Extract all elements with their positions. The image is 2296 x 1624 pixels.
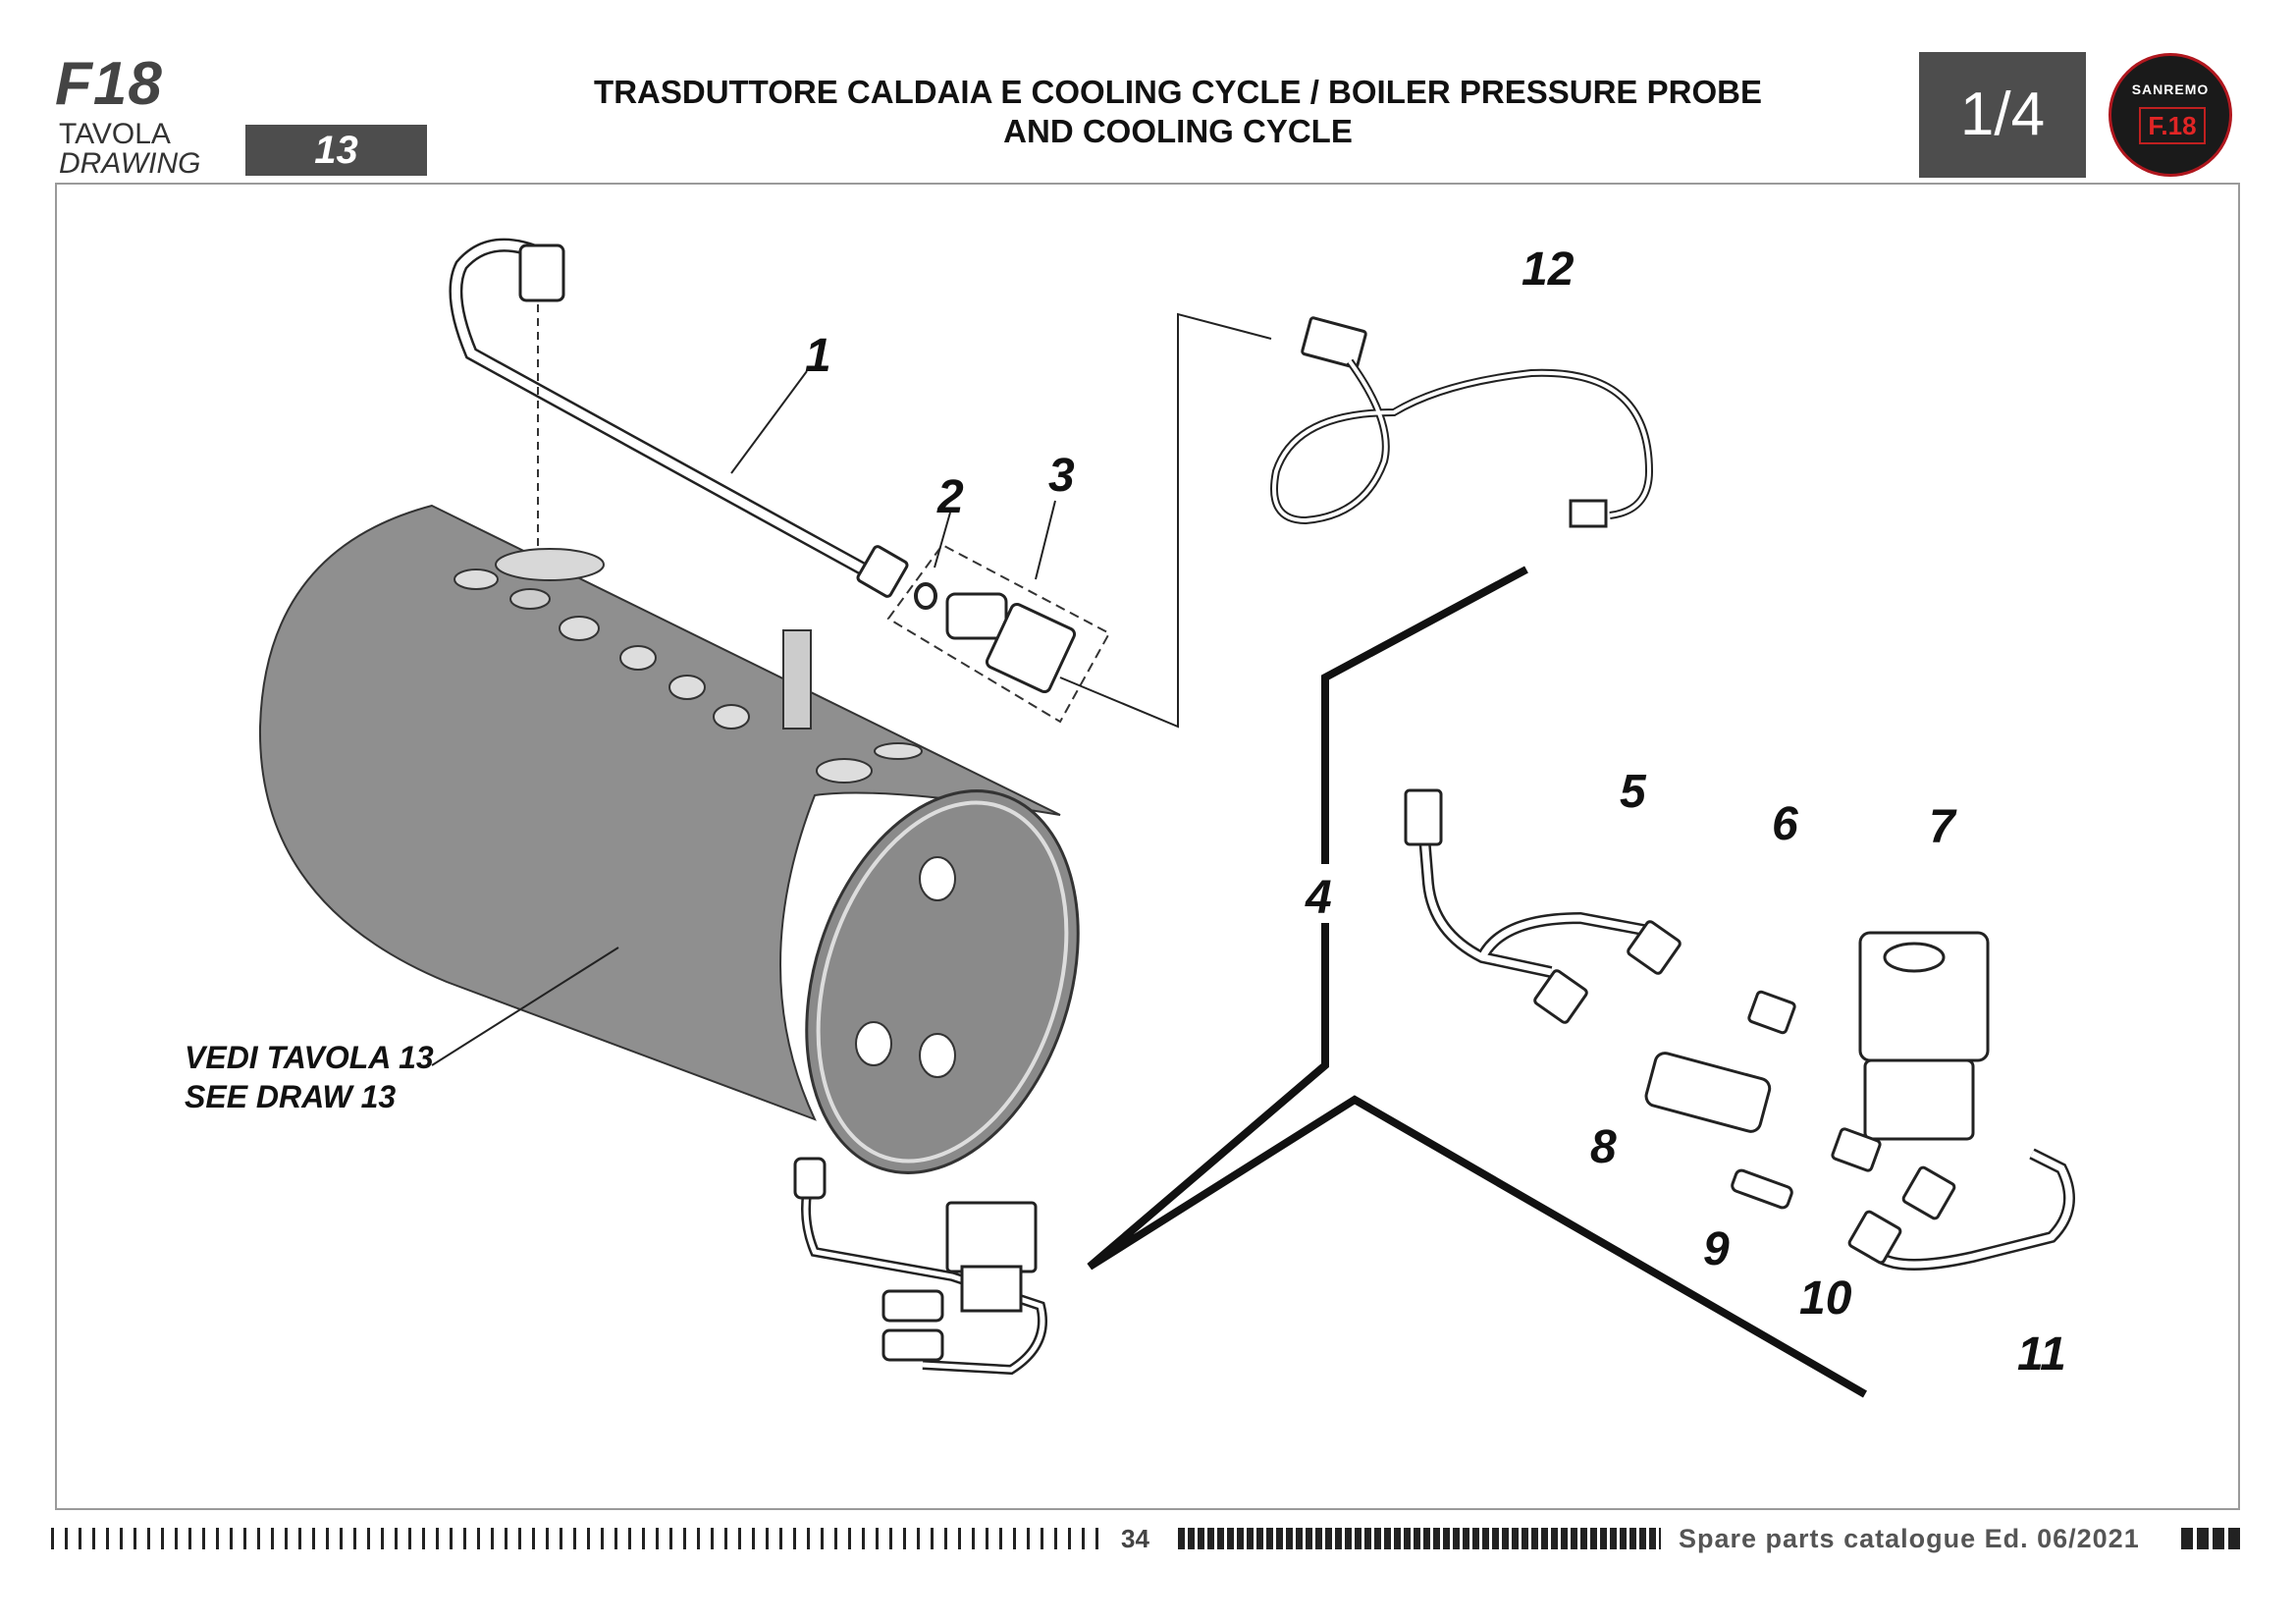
drawing-frame [55,183,2240,1510]
callout-11: 11 [2017,1328,2066,1380]
page-number: 34 [1121,1524,1149,1553]
boiler-end-cap [805,789,1080,1174]
boiler-fitting [559,616,600,641]
model-name: F18 [55,50,163,118]
pipe-part-5 [1404,788,1682,1024]
see-drawing-note-en: SEE DRAW 13 [185,1079,396,1114]
callout-10: 10 [1799,1272,1852,1325]
title-line-2: AND COOLING CYCLE [1003,113,1353,149]
fitting-part-10 [1831,1127,1882,1172]
probe-cable-line [1059,312,1272,729]
callout-2: 2 [936,471,964,523]
boiler-body [258,504,1061,1121]
callout-1: 1 [805,330,831,382]
title-line-1: TRASDUTTORE CALDAIA E COOLING CYCLE / BO… [594,74,1762,110]
boiler-fitting [816,758,873,784]
logo-model-text: F.18 [2139,107,2206,144]
fitting-part-8 [1644,1052,1772,1133]
leader-line-1 [730,370,808,474]
solenoid-valve-part-7 [1858,931,1990,1141]
group-bracket-top [1321,566,1528,864]
boiler-fitting [509,588,551,610]
leader-line-3 [1035,500,1056,580]
pipe-part-1 [449,238,909,598]
boiler-fitting [619,645,657,671]
boiler-hole [919,856,956,901]
boiler-hole [919,1033,956,1078]
cable-part-12 [1270,316,1654,528]
callout-6: 6 [1772,798,1798,850]
footer-tick-bar-right [2181,1528,2244,1549]
callout-12: 12 [1522,244,1575,296]
logo-brand-text: SANREMO [2131,81,2210,97]
leader-line-2 [934,512,951,568]
callout-5: 5 [1620,766,1647,818]
boiler-top-flange [495,548,605,581]
page-title: TRASDUTTORE CALDAIA E COOLING CYCLE / BO… [550,73,1806,151]
boiler-fitting [874,742,923,760]
drawing-label: DRAWING [59,147,201,180]
callout-9: 9 [1703,1223,1730,1275]
group-bracket-bottom [1087,923,1867,1398]
tavola-label: TAVOLA [59,118,171,150]
sanremo-logo: SANREMO F.18 [2109,53,2232,177]
fitting-part-6 [1747,990,1796,1035]
pipe-part-11 [1847,1148,2075,1271]
boiler-hole [855,1021,892,1066]
callout-4: 4 [1305,872,1332,924]
boiler-valve [782,629,812,730]
boiler-end-rim [816,800,1069,1164]
footer-tick-bar-left [51,1528,1099,1549]
see-drawing-note-it: VEDI TAVOLA 13 [185,1040,434,1075]
boiler-fitting [713,704,750,730]
callout-3: 3 [1048,450,1075,502]
boiler-fitting [454,568,499,590]
boiler-fitting [668,675,706,700]
leader-line-note [431,947,619,1066]
pressure-probe-part-3 [886,543,1111,724]
cooling-valve-assembly [793,1157,1047,1376]
boiler-assembly [258,504,1080,1174]
page-fraction-badge: 1/4 [1919,52,2086,178]
drawing-number-badge: 13 [245,125,427,176]
catalogue-edition: Spare parts catalogue Ed. 06/2021 [1679,1524,2140,1553]
callout-8: 8 [1590,1121,1617,1173]
footer-tick-bar-middle [1178,1528,1661,1549]
hose-barb-part-9 [1731,1168,1793,1210]
gasket-part-2 [914,582,937,610]
callout-7: 7 [1929,801,1957,853]
